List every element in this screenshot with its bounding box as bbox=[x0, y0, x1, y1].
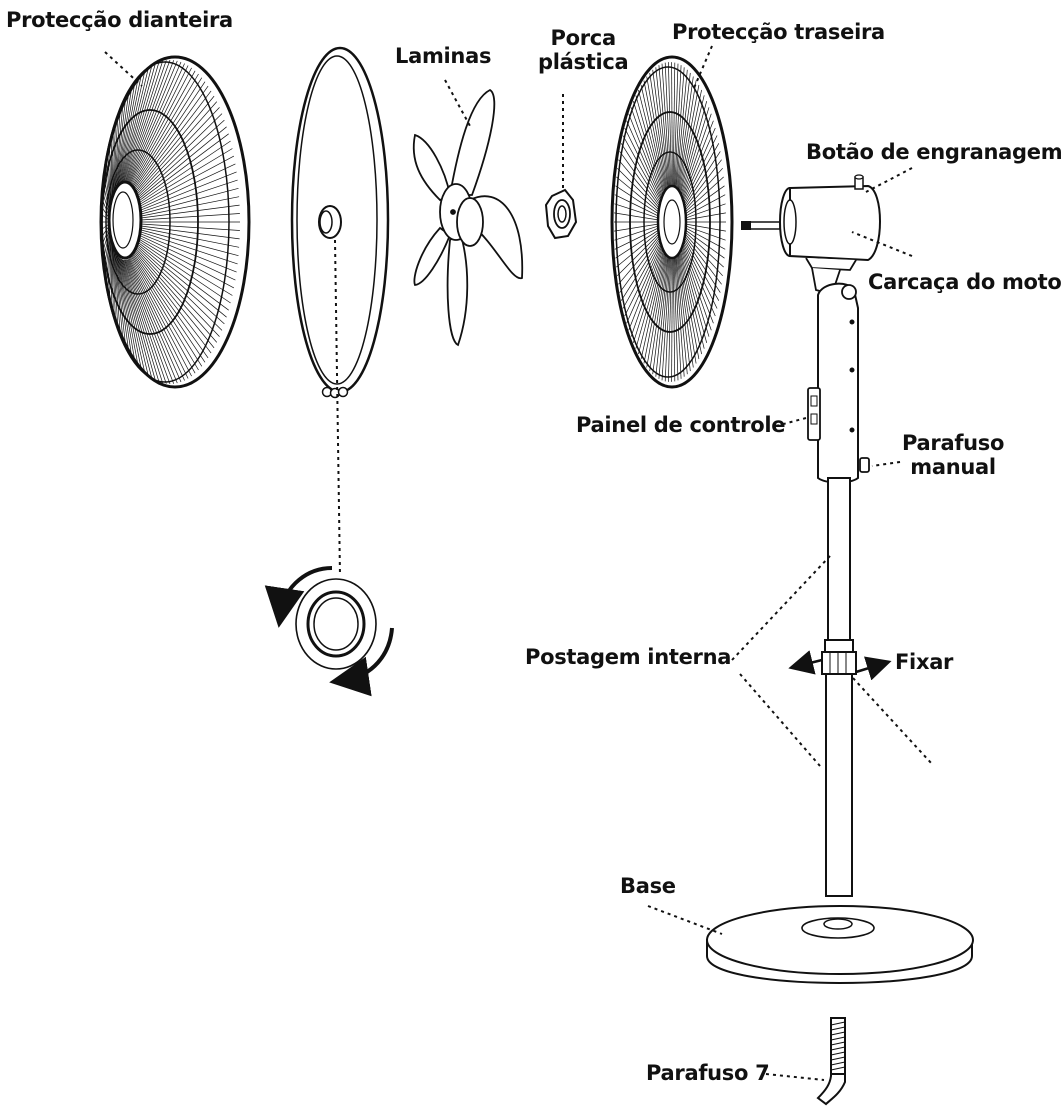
label-base: Base bbox=[620, 874, 676, 898]
rotation-ring-illustration bbox=[264, 566, 394, 697]
rear-guard-illustration bbox=[610, 55, 734, 389]
label-plastic-nut: Porca plástica bbox=[538, 26, 629, 74]
leader-front-guard bbox=[104, 51, 143, 87]
leader-base bbox=[647, 905, 723, 935]
label-manual-screw-line2: manual bbox=[910, 455, 996, 479]
label-rear-guard: Protecção traseira bbox=[672, 20, 885, 44]
screw7-illustration bbox=[816, 1017, 846, 1106]
fix-arrows-illustration bbox=[788, 650, 892, 681]
leader-blades bbox=[444, 79, 471, 127]
label-gear-button: Botão de engranagem bbox=[806, 140, 1062, 164]
label-front-guard: Protecção dianteira bbox=[6, 8, 233, 32]
label-motor-housing: Carcaça do motor bbox=[868, 270, 1062, 294]
inner-post-illustration bbox=[821, 477, 857, 897]
leader-gear bbox=[865, 167, 913, 193]
label-inner-post: Postagem interna bbox=[525, 645, 732, 669]
leader-fix bbox=[852, 677, 933, 765]
label-blades: Laminas bbox=[395, 44, 492, 68]
label-screw7: Parafuso 7 bbox=[646, 1061, 770, 1085]
blades-illustration bbox=[412, 88, 524, 347]
plastic-nut-illustration bbox=[544, 188, 578, 240]
base-illustration bbox=[706, 905, 974, 984]
label-manual-screw-line1: Parafuso bbox=[902, 431, 1005, 455]
front-guard-illustration bbox=[99, 55, 251, 389]
label-fix: Fixar bbox=[895, 650, 954, 674]
front-ring-illustration bbox=[290, 46, 390, 399]
upper-pole-illustration bbox=[807, 282, 870, 484]
leader-panel bbox=[775, 417, 807, 427]
ring-axis-dotted-line bbox=[334, 239, 341, 577]
label-plastic-nut-line1: Porca bbox=[550, 26, 617, 50]
leader-post-upper bbox=[731, 555, 831, 661]
label-plastic-nut-line2: plástica bbox=[538, 50, 629, 74]
leader-screw7 bbox=[765, 1073, 825, 1081]
label-control-panel: Painel de controle bbox=[576, 413, 786, 437]
leader-rear-guard bbox=[693, 45, 713, 89]
leader-lines bbox=[104, 45, 933, 1081]
motor-housing-illustration bbox=[741, 174, 881, 296]
label-manual-screw: Parafuso manual bbox=[902, 431, 1004, 479]
leader-post-lower bbox=[739, 673, 821, 767]
leader-manual-screw bbox=[871, 461, 901, 467]
